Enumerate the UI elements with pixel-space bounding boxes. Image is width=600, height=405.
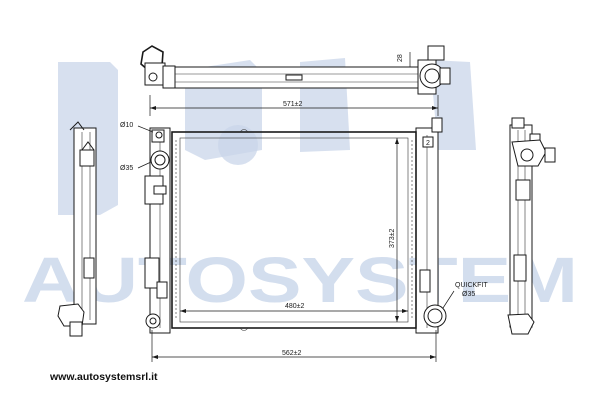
top-length-dim: 571±2 [149,95,439,116]
top-height-dimension: 28 [397,54,404,62]
outlet-diameter-label: Ø35 [120,165,133,172]
fitting-callouts: Ø10 Ø35 QUICKFIT Ø35 [120,122,488,309]
overall-width-dimension: 562±2 [282,350,302,357]
quickfit-diameter-label: Ø35 [462,291,475,298]
left-side-view [57,121,97,337]
core-height-dimension: 373±2 [389,228,396,248]
core-height-dim: 373±2 [389,138,399,322]
tank-marker: 2 [426,140,430,147]
top-view: 28 [140,45,451,95]
core-width-dimension: 480±2 [285,303,305,310]
overall-width-dim: 562±2 [151,330,437,362]
right-side-view [507,117,556,335]
top-length-dimension: 571±2 [283,101,303,108]
front-view: 2 [144,117,447,334]
watermark-graphic: AUTOSYSTEM [22,58,578,316]
website-url[interactable]: www.autosystemsrl.it [50,371,158,383]
quickfit-label: QUICKFIT [455,282,488,289]
watermark-text: AUTOSYSTEM [22,244,578,316]
core-width-dim: 480±2 [180,303,408,313]
inlet-diameter-label: Ø10 [120,122,133,129]
